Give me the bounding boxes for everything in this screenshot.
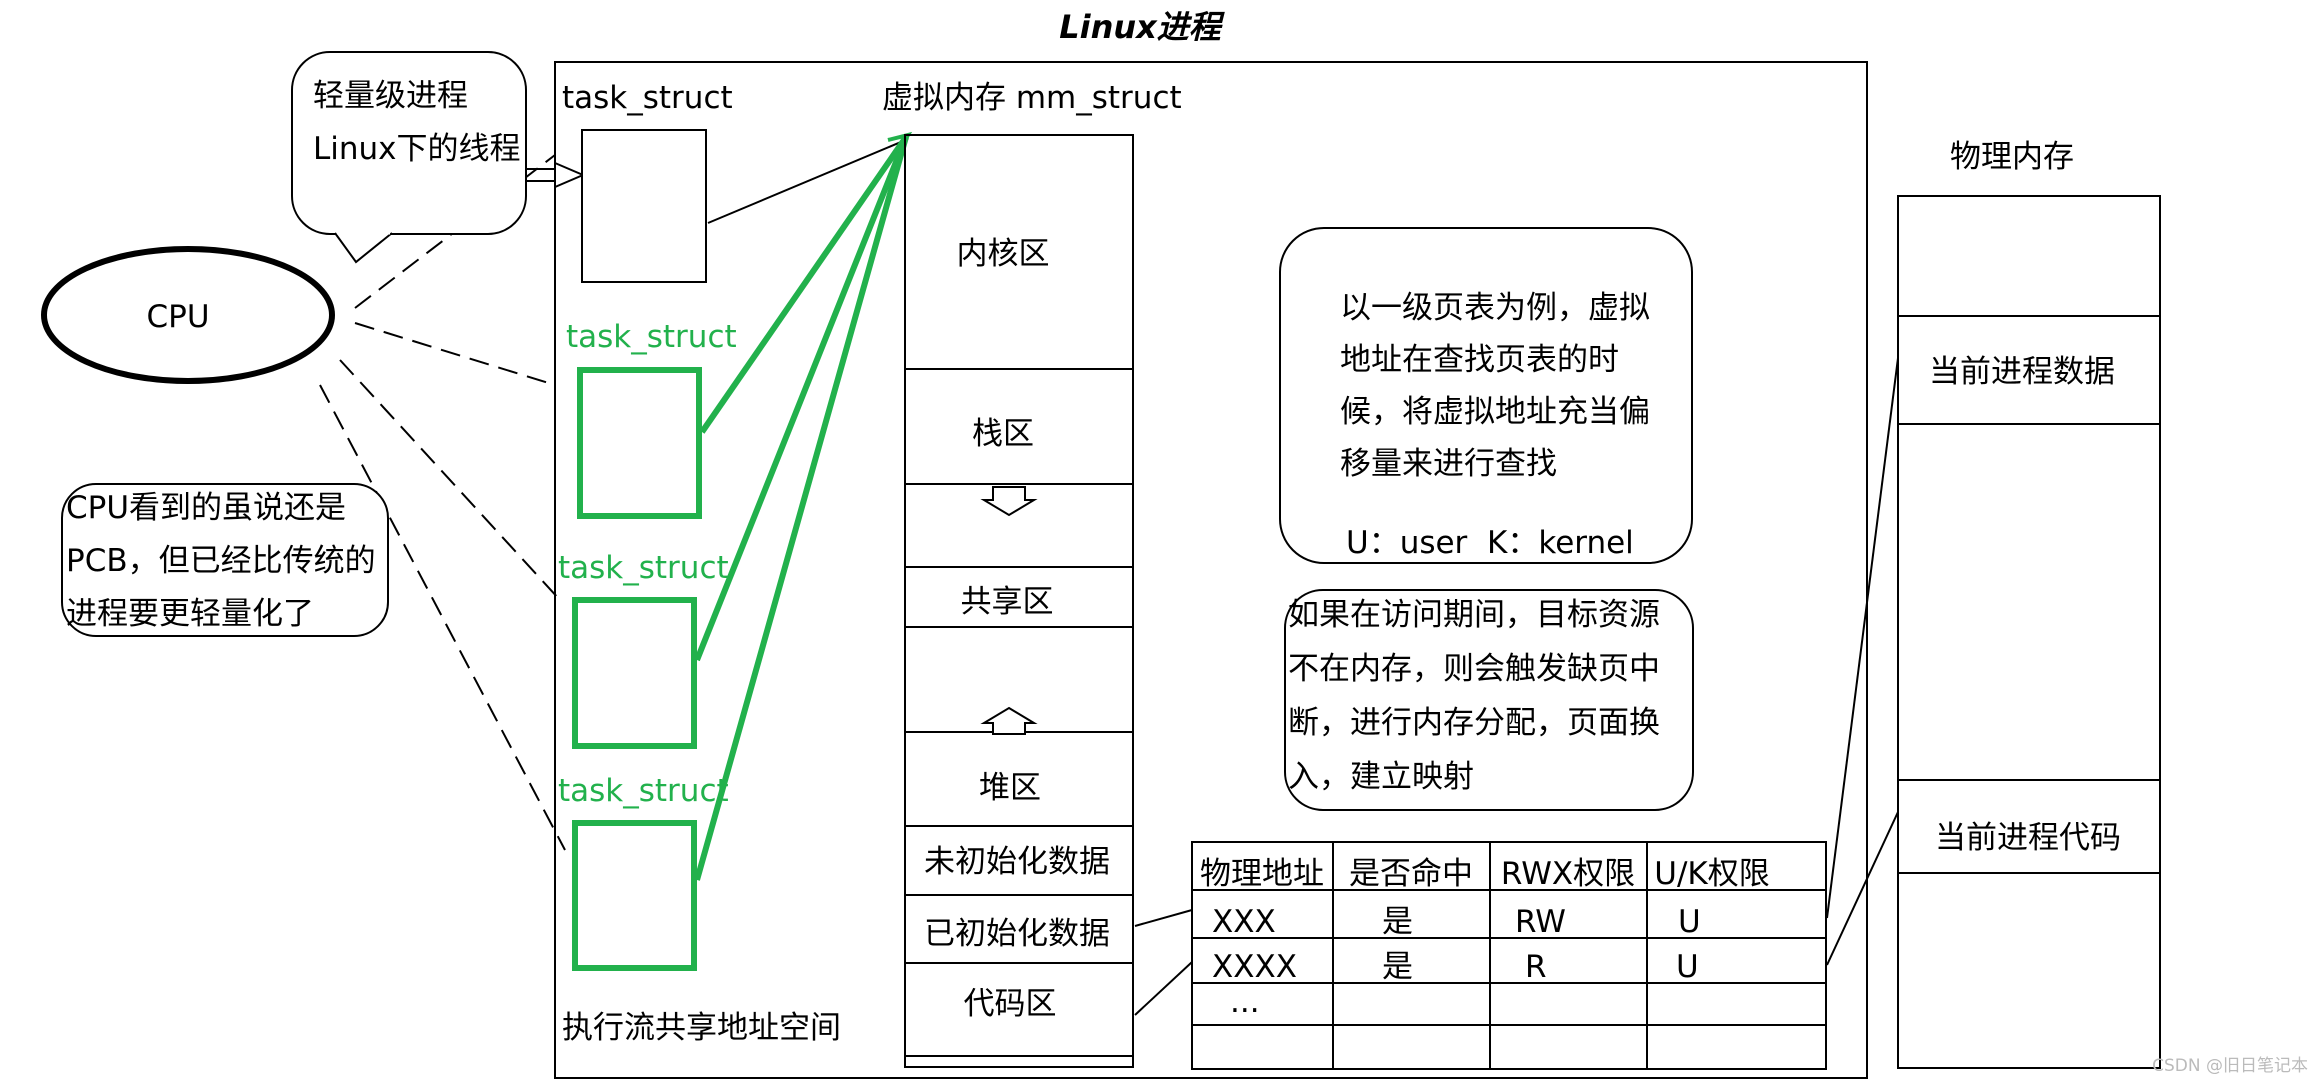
green-task-label-3: task_struct (558, 773, 729, 809)
pt-header-rwx: RWX权限 (1501, 856, 1635, 892)
page-table-to-code-link (1826, 811, 1899, 966)
task-struct-main-pointer (707, 138, 909, 224)
callout-cpu-note-box (61, 483, 389, 637)
callout-lightweight-box (291, 51, 527, 235)
callout-lightweight (291, 51, 586, 264)
shared-address-space-label: 执行流共享地址空间 (562, 1010, 841, 1046)
page-table-note-line-1: 以一级页表为例，虚拟 (1340, 290, 1650, 326)
shared-region-box (904, 566, 1134, 628)
page-table-note-line-4: 移量来进行查找 (1340, 446, 1557, 482)
green-task-struct-3 (572, 820, 697, 971)
green-task-label-2: task_struct (558, 550, 729, 586)
cpu-link-thread-1 (354, 322, 556, 386)
page-fault-note-line-4: 入，建立映射 (1288, 759, 1474, 795)
pt-cell: ... (1230, 984, 1260, 1020)
page-table (1191, 841, 1827, 1070)
page-fault-note-line-2: 不在内存，则会触发缺页中 (1288, 651, 1660, 687)
cpu-note-line-3: 进程要更轻量化了 (66, 596, 314, 632)
process-frame (554, 61, 1868, 1079)
callout-lightweight-arrow (554, 161, 586, 189)
pt-cell: 是 (1382, 904, 1413, 940)
pt-cell: 是 (1382, 949, 1413, 985)
physical-region-code: 当前进程代码 (1935, 820, 2121, 856)
green-pointer-1 (699, 135, 909, 434)
callout-cpu-note (61, 483, 389, 637)
green-pointers (694, 135, 909, 881)
pt-cell: RW (1515, 904, 1566, 940)
pt-cell: R (1525, 949, 1547, 985)
cpu-label: CPU (146, 299, 209, 335)
region-kernel: 内核区 (957, 236, 1050, 272)
callout-lightweight-tail (334, 232, 393, 264)
page-table-note-box (1279, 227, 1693, 564)
green-pointer-3 (694, 136, 909, 881)
watermark: CSDN @旧日笔记本 (2152, 1056, 2308, 1076)
cpu-link-thread-2 (339, 359, 561, 601)
pt-cell: U (1678, 904, 1701, 940)
page-table-note-line-3: 候，将虚拟地址充当偏 (1340, 394, 1650, 430)
region-shared: 共享区 (961, 584, 1054, 620)
code-region-box (904, 962, 1134, 1057)
pt-header-uk: U/K权限 (1654, 856, 1769, 892)
heap-grow-up-icon (980, 706, 1038, 735)
page-table-note-line-2: 地址在查找页表的时 (1340, 342, 1619, 378)
physical-memory-label: 物理内存 (1950, 139, 2074, 175)
pt-header-physical-address: 物理地址 (1200, 856, 1324, 892)
virtual-memory-column (904, 134, 1134, 1068)
region-stack: 栈区 (972, 416, 1034, 452)
green-task-label-1: task_struct (566, 319, 737, 355)
task-struct-label: task_struct (562, 80, 733, 116)
page-table-to-data-link (1826, 357, 1899, 919)
cpu-link-thread-3 (319, 384, 566, 851)
green-task-structs (572, 367, 702, 971)
physical-memory-column (1897, 195, 2161, 1069)
cpu-note-line-2: PCB，但已经比传统的 (66, 543, 376, 579)
region-data: 已初始化数据 (924, 916, 1110, 952)
callout-lightweight-line-1: 轻量级进程 (313, 78, 468, 114)
pt-cell: XXX (1212, 904, 1276, 940)
region-code: 代码区 (964, 986, 1057, 1022)
pt-header-hit: 是否命中 (1349, 856, 1473, 892)
page-fault-note-box (1284, 589, 1694, 811)
cpu-ellipse (41, 246, 335, 384)
pt-cell: U (1676, 949, 1699, 985)
page-fault-note-line-1: 如果在访问期间，目标资源 (1288, 597, 1660, 633)
stack-grow-down-icon (980, 486, 1038, 517)
code-to-page-table-link (1134, 961, 1193, 1016)
green-pointer-2 (694, 135, 909, 662)
region-bss: 未初始化数据 (924, 844, 1110, 880)
task-struct-main (581, 129, 707, 283)
region-heap: 堆区 (979, 770, 1041, 806)
physical-memory-frame (1897, 195, 2161, 1069)
data-to-page-table-link (1134, 909, 1193, 927)
callout-lightweight-line-2: Linux下的线程 (313, 131, 521, 167)
green-task-struct-2 (572, 597, 697, 749)
mm-struct-label: 虚拟内存 mm_struct (882, 80, 1182, 116)
diagram-title: Linux进程 (1059, 8, 1226, 46)
page-fault-note-line-3: 断，进行内存分配，页面换 (1288, 705, 1660, 741)
green-task-struct-1 (577, 367, 702, 519)
pt-cell: XXXX (1212, 949, 1297, 985)
page-table-frame (1191, 841, 1827, 1070)
cpu-note-line-1: CPU看到的虽说还是 (66, 490, 346, 526)
uk-legend: U：user K：kernel (1346, 525, 1634, 561)
physical-region-data: 当前进程数据 (1929, 354, 2115, 390)
